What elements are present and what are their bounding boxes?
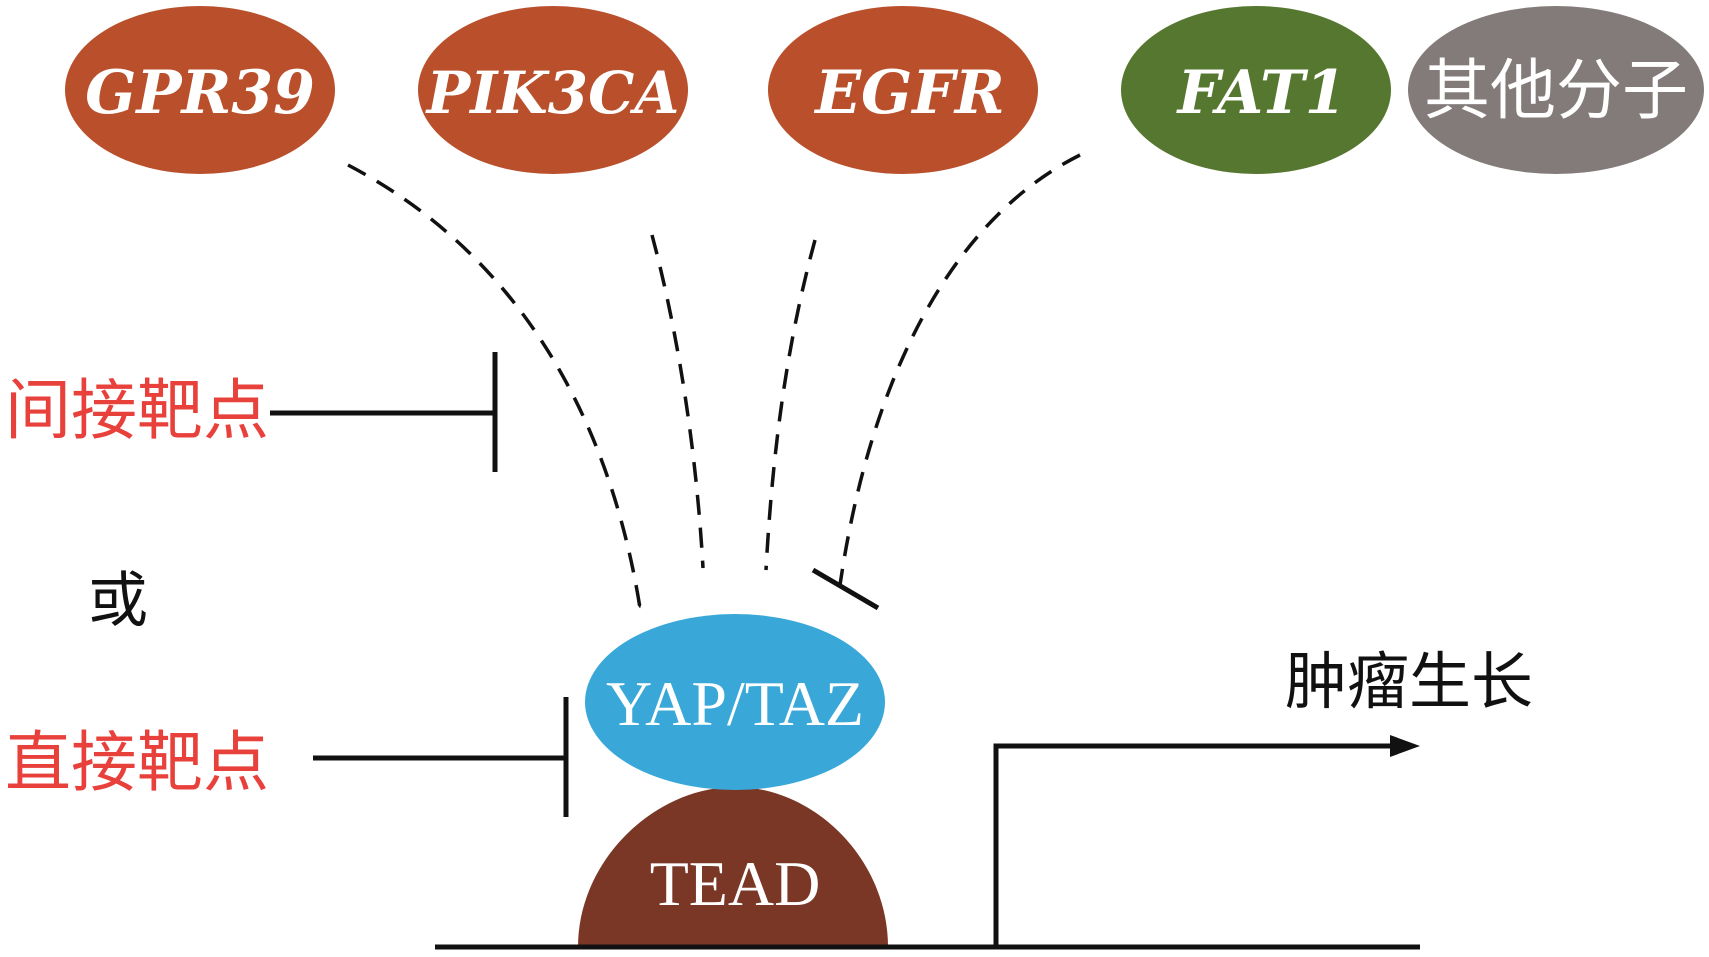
node-egfr: EGFR [768, 6, 1038, 174]
node-pik3ca-label: PIK3CA [425, 59, 680, 127]
node-fat1-label: FAT1 [1176, 58, 1347, 128]
tead-shape [578, 787, 888, 947]
node-egfr-label: EGFR [813, 58, 1004, 128]
edge-pik3ca-to-yap-taz [650, 234, 705, 569]
node-other-molecules-label: 其他分子 [1424, 52, 1688, 129]
indirect-target-label: 间接靶点 [5, 372, 269, 449]
edge-fat1-inhibition-bar [811, 567, 880, 611]
or-label: 或 [88, 566, 148, 636]
node-other-molecules-shape [1408, 6, 1704, 174]
node-gpr39: GPR39 [65, 6, 335, 174]
edge-gpr39-to-yap-taz [347, 163, 642, 609]
tumor-growth-label: 肿瘤生长 [1285, 645, 1533, 718]
direct-target-label: 直接靶点 [5, 724, 269, 801]
yap-taz-shape [585, 614, 885, 790]
node-pik3ca-shape [418, 6, 688, 174]
node-egfr-shape [768, 6, 1038, 174]
tead-label: TEAD [650, 848, 821, 919]
yap-taz-node: YAP/TAZ [585, 614, 885, 790]
transcription-arrowhead [1390, 735, 1420, 757]
node-fat1-shape [1121, 6, 1391, 174]
node-pik3ca: PIK3CA [418, 6, 688, 174]
node-gpr39-label: GPR39 [85, 58, 315, 128]
node-gpr39-shape [65, 6, 335, 174]
edge-fat1-inhibits-yap-taz [838, 153, 1081, 586]
transcription-arrow-path [993, 743, 1395, 947]
node-fat1: FAT1 [1121, 6, 1391, 174]
yap-taz-label: YAP/TAZ [606, 668, 864, 739]
tead-node: TEAD [578, 787, 888, 947]
edge-egfr-to-yap-taz [764, 239, 817, 571]
node-other-molecules: 其他分子 [1408, 6, 1704, 174]
